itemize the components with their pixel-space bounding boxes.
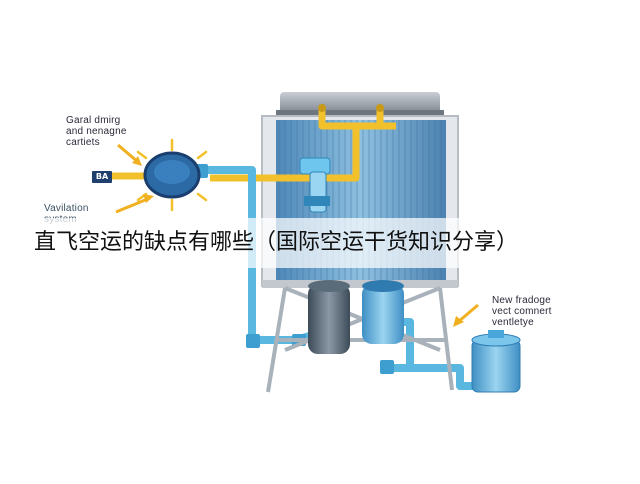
pump-tag-badge: BA (92, 171, 112, 183)
valve-top-left (318, 104, 326, 112)
title-banner (0, 218, 640, 268)
central-blue-fitting (299, 157, 331, 213)
label-line: ventletye (492, 317, 534, 328)
pump-unit (128, 138, 208, 212)
label-line: New fradoge (492, 295, 551, 306)
label-line: Garal dmirg (66, 115, 121, 126)
label-pump-notes: Garal dmirg and nenagne cartiets (66, 115, 127, 148)
tower-cap (276, 92, 444, 116)
external-storage-tank (471, 330, 521, 393)
arrow-right (453, 303, 479, 327)
support-frame (266, 286, 454, 393)
label-tank-notes: New fradoge vect comnert ventletye (492, 295, 552, 328)
arrow-left-mid (115, 194, 154, 214)
lower-cylinder-left (308, 280, 350, 354)
arrow-left-top (117, 143, 142, 166)
label-line: Vavilation (44, 203, 89, 214)
label-line: cartiets (66, 137, 100, 148)
label-line: and nenagne (66, 126, 127, 137)
lower-cylinder-right (362, 280, 404, 344)
label-line: vect comnert (492, 306, 552, 317)
valve-top-right (376, 104, 384, 112)
page-title: 直飞空运的缺点有哪些（国际空运干货知识分享） (34, 230, 519, 255)
